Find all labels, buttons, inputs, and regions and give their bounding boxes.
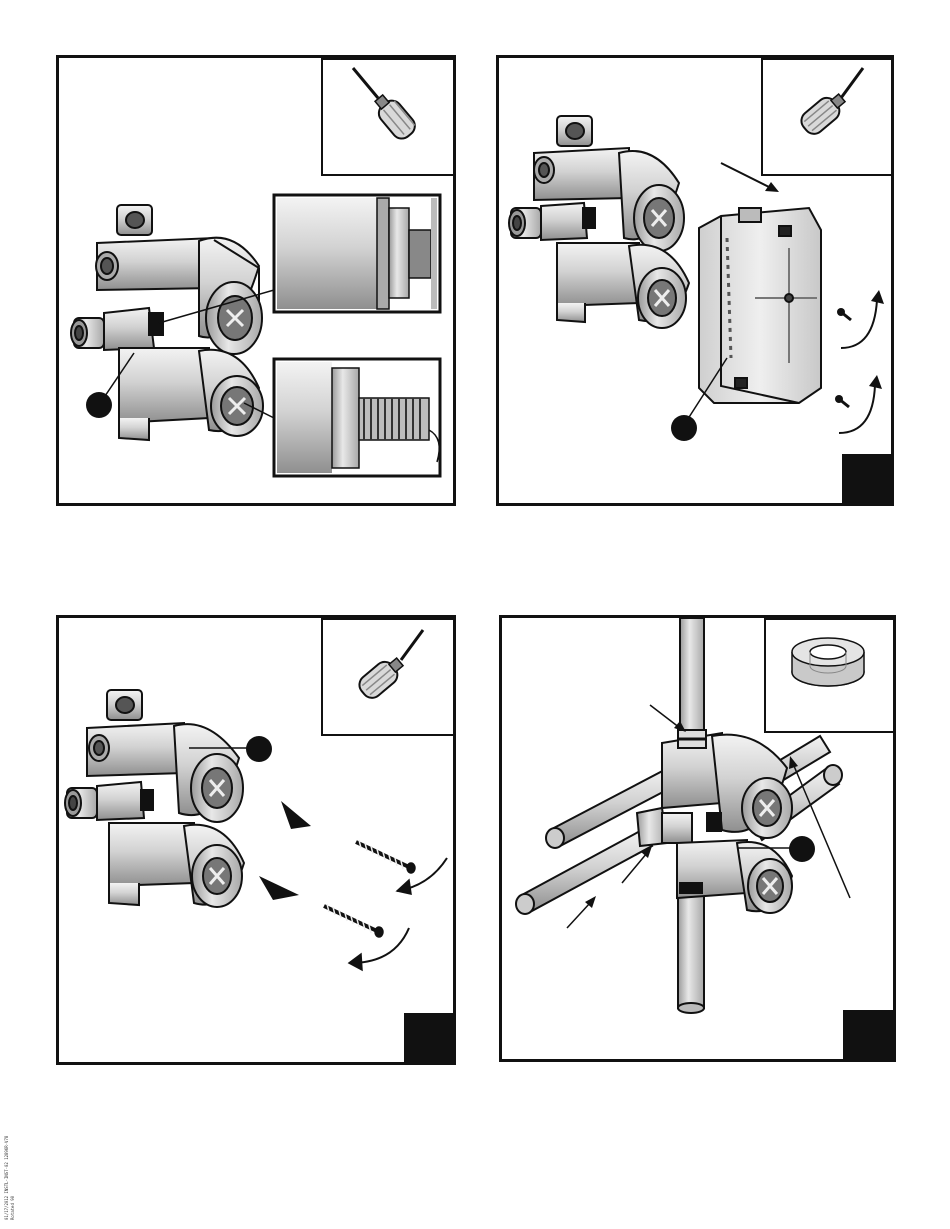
step-number-block (404, 1013, 456, 1065)
tool-box (321, 58, 456, 176)
screwdriver-icon (323, 60, 456, 178)
document-code-line-2: Rotated 90 (10, 1196, 15, 1220)
step-number-block (843, 1010, 895, 1062)
valve-body (637, 730, 792, 913)
tool-box (761, 58, 894, 176)
callout-marker (789, 836, 815, 862)
panel-4 (499, 615, 896, 1062)
callout-marker (671, 415, 697, 441)
panel-3 (56, 615, 456, 1065)
thread-tape-icon (766, 620, 896, 735)
step-number-block (842, 454, 894, 506)
tool-box (321, 618, 456, 736)
screwdriver-icon (323, 620, 456, 738)
screwdriver-icon (763, 60, 894, 178)
valve-body (65, 690, 244, 907)
mounting-screws (835, 290, 884, 433)
lower-cartridge-detail (274, 359, 440, 476)
tool-box (764, 618, 896, 733)
panel-1 (56, 55, 456, 506)
panel-2 (496, 55, 894, 506)
callout-marker (246, 736, 272, 762)
document-code: 01/17/2012 INSTL-INST-02 12896R-V78 Rota… (4, 1140, 14, 1222)
upper-cartridge-detail (274, 195, 440, 312)
document-code-line-1: 01/17/2012 INSTL-INST-02 12896R-V78 (4, 1136, 9, 1220)
wood-screws (324, 840, 447, 970)
valve-body (509, 116, 689, 328)
callout-marker (86, 392, 112, 418)
